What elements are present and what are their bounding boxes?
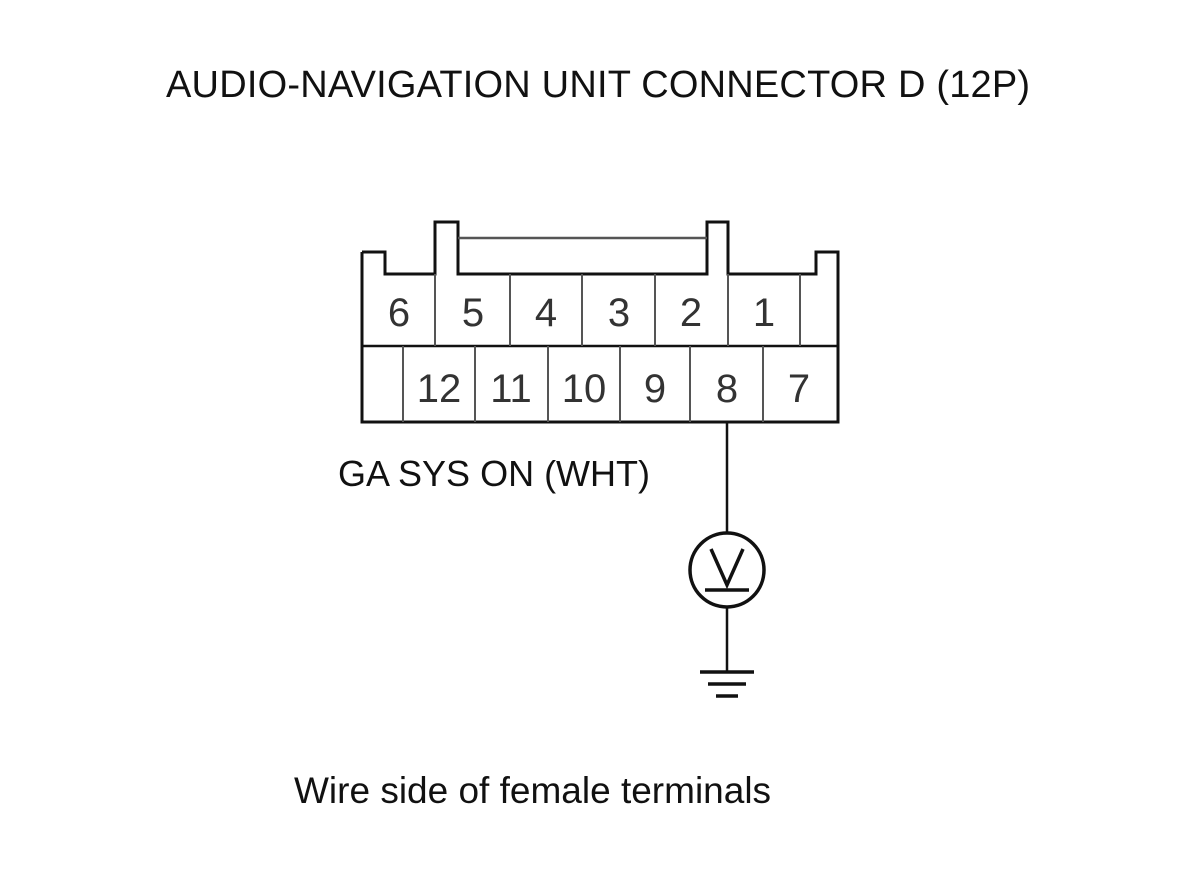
pin-2-label: 2 — [680, 291, 702, 335]
diagram-title: AUDIO-NAVIGATION UNIT CONNECTOR D (12P) — [166, 64, 1031, 106]
pin-7-label: 7 — [788, 367, 810, 411]
pin-1-label: 1 — [753, 291, 775, 335]
pin-11-label: 11 — [490, 367, 532, 411]
ground-icon — [700, 670, 754, 698]
wire-label: GA SYS ON (WHT) — [338, 453, 651, 494]
pin-10-label: 10 — [562, 367, 607, 411]
pin-5-label: 5 — [462, 291, 484, 335]
bottom-row-pins: 12 11 10 9 8 7 — [417, 367, 810, 411]
connector-housing — [360, 220, 840, 424]
pin-4-label: 4 — [535, 291, 557, 335]
pin-8-label: 8 — [716, 367, 738, 411]
pin-3-label: 3 — [608, 291, 630, 335]
pin-6-label: 6 — [388, 291, 410, 335]
voltmeter-icon — [688, 531, 766, 609]
pin-9-label: 9 — [644, 367, 666, 411]
top-row-pins: 6 5 4 3 2 1 — [388, 291, 775, 335]
diagram-caption: Wire side of female terminals — [294, 770, 772, 811]
pin-12-label: 12 — [417, 367, 462, 411]
